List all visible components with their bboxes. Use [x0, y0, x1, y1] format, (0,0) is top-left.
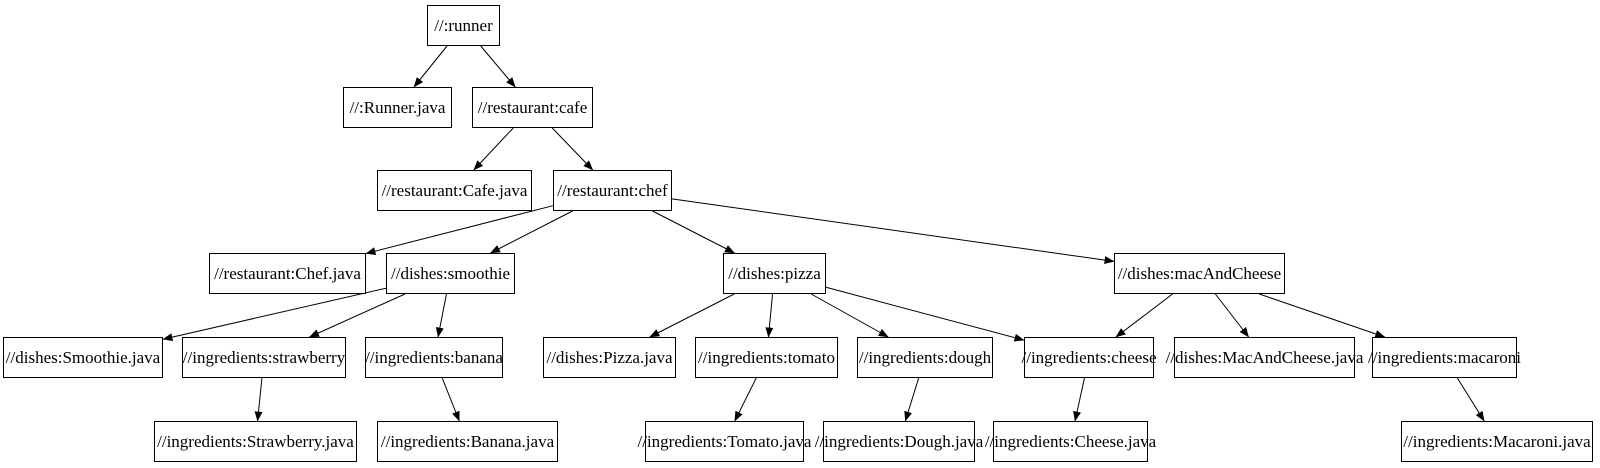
node-dough: //ingredients:dough: [857, 337, 993, 378]
edge-smoothie-smoothie-java: [162, 287, 387, 341]
edge-pizza-dough: [810, 293, 889, 338]
edge-banana-banana-java: [441, 377, 460, 422]
edge-mac-and-cheese-mac-and-cheese-java: [1214, 293, 1250, 338]
edge-chef-mac-and-cheese: [671, 198, 1115, 265]
node-cheese-java: //ingredients:Cheese.java: [985, 421, 1156, 462]
edge-smoothie-banana: [435, 293, 447, 338]
edge-chef-smoothie: [490, 210, 573, 254]
edge-tomato-tomato-java: [734, 377, 757, 422]
node-pizza: //dishes:pizza: [723, 253, 826, 294]
edge-chef-chef-java: [365, 205, 554, 255]
node-mac-and-cheese: //dishes:macAndCheese: [1114, 253, 1285, 294]
node-macaroni: //ingredients:macaroni: [1368, 337, 1521, 378]
edge-pizza-cheese: [825, 286, 1025, 342]
edge-mac-and-cheese-macaroni: [1259, 293, 1386, 338]
node-macaroni-java: //ingredients:Macaroni.java: [1401, 421, 1593, 462]
node-banana: //ingredients:banana: [365, 337, 503, 378]
node-cafe-java: //restaurant:Cafe.java: [377, 170, 532, 211]
node-dough-java: //ingredients:Dough.java: [815, 421, 983, 462]
node-cheese: //ingredients:cheese: [1022, 337, 1157, 378]
node-tomato-java: //ingredients:Tomato.java: [638, 421, 811, 462]
edge-strawberry-strawberry-java: [254, 377, 263, 422]
edge-cafe-cafe-java: [473, 127, 514, 171]
node-runner: //:runner: [427, 5, 500, 46]
edge-runner-runner-java: [413, 45, 448, 88]
edge-cafe-chef: [551, 127, 594, 171]
edge-smoothie-strawberry: [309, 293, 406, 338]
edge-chef-pizza: [652, 210, 735, 254]
node-smoothie-java: //dishes:Smoothie.java: [3, 337, 163, 378]
node-mac-and-cheese-java: //dishes:MacAndCheese.java: [1166, 337, 1363, 378]
node-strawberry-java: //ingredients:Strawberry.java: [154, 421, 357, 462]
edge-cheese-cheese-java: [1073, 377, 1085, 422]
node-tomato: //ingredients:tomato: [695, 337, 838, 378]
edge-mac-and-cheese-cheese: [1115, 293, 1173, 338]
node-chef-java: //restaurant:Chef.java: [209, 253, 366, 294]
node-cafe: //restaurant:cafe: [472, 87, 593, 128]
edge-dough-dough-java: [904, 377, 920, 422]
edge-runner-cafe: [480, 45, 516, 88]
node-chef: //restaurant:chef: [553, 170, 672, 211]
edge-pizza-pizza-java: [649, 293, 735, 338]
edge-macaroni-macaroni-java: [1456, 377, 1485, 422]
node-smoothie: //dishes:smoothie: [386, 253, 515, 294]
node-runner-java: //:Runner.java: [343, 87, 452, 128]
node-strawberry: //ingredients:strawberry: [182, 337, 346, 378]
node-pizza-java: //dishes:Pizza.java: [543, 337, 676, 378]
edge-pizza-tomato: [765, 293, 774, 338]
node-banana-java: //ingredients:Banana.java: [377, 421, 558, 462]
